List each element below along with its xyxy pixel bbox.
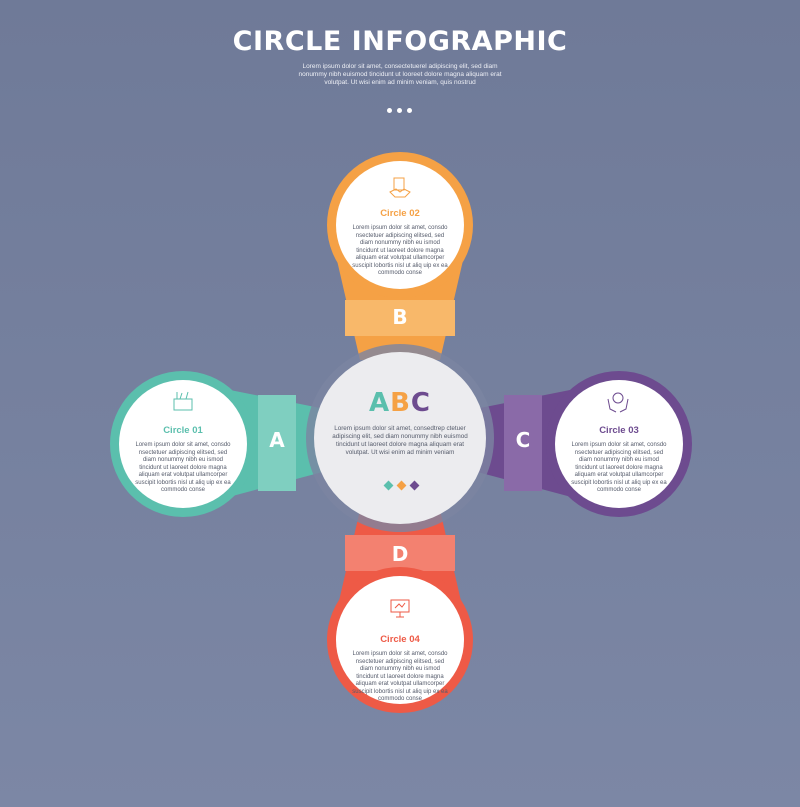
presentation-board-icon [390,599,410,618]
circle-01-body: Lorem ipsum dolor sit amet, consdo nsect… [135,442,231,493]
circle-03-body: Lorem ipsum dolor sit amet, consdo nsect… [571,442,667,493]
circle-02-title: Circle 02 [380,208,420,219]
circle-04-text: Circle 04 Lorem ipsum dolor sit amet, co… [350,634,450,704]
arm-a-band [258,395,296,491]
letter-c: C [515,428,531,452]
center-diamonds [383,480,423,492]
arm-d-band [345,535,455,571]
circle-04-title: Circle 04 [380,634,420,645]
diamond-purple [409,480,420,491]
hands-holding-globe-icon [607,392,629,413]
center-body: Lorem ipsum dolor sit amet, consedtrep c… [332,425,468,456]
center-circle [314,352,486,524]
circle-02-text: Circle 02 Lorem ipsum dolor sit amet, co… [350,208,450,278]
center-letter-b: B [390,388,411,418]
page-subtitle: Lorem ipsum dolor sit amet, consectetuer… [298,63,502,86]
letter-b: B [392,305,408,329]
circle-04-inner [336,576,464,704]
circle-02-body: Lorem ipsum dolor sit amet, consdo nsect… [352,225,448,276]
circle-01-title: Circle 01 [163,425,203,436]
circle-01-inner [119,380,247,508]
circle-03-text: Circle 03 Lorem ipsum dolor sit amet, co… [569,425,669,495]
letter-a: A [269,428,285,452]
handshake-document-icon [389,177,411,198]
center-title: ABC [340,388,460,418]
circle-03-inner [555,380,683,508]
arm-b-band [345,300,455,336]
circle-02-inner [336,161,464,289]
letter-d: D [391,542,409,566]
circle-01-text: Circle 01 Lorem ipsum dolor sit amet, co… [133,425,233,495]
diamond-teal [383,480,394,491]
page-title: CIRCLE INFOGRAPHIC [232,26,568,57]
diamond-orange [396,480,407,491]
title-dots [384,98,416,113]
box-with-tools-icon [173,391,193,411]
center-letter-c: C [410,388,432,418]
circle-04-body: Lorem ipsum dolor sit amet, consdo nsect… [352,651,448,702]
center-letter-a: A [368,388,391,418]
arm-c-band [504,395,542,491]
circle-03-title: Circle 03 [599,425,639,436]
